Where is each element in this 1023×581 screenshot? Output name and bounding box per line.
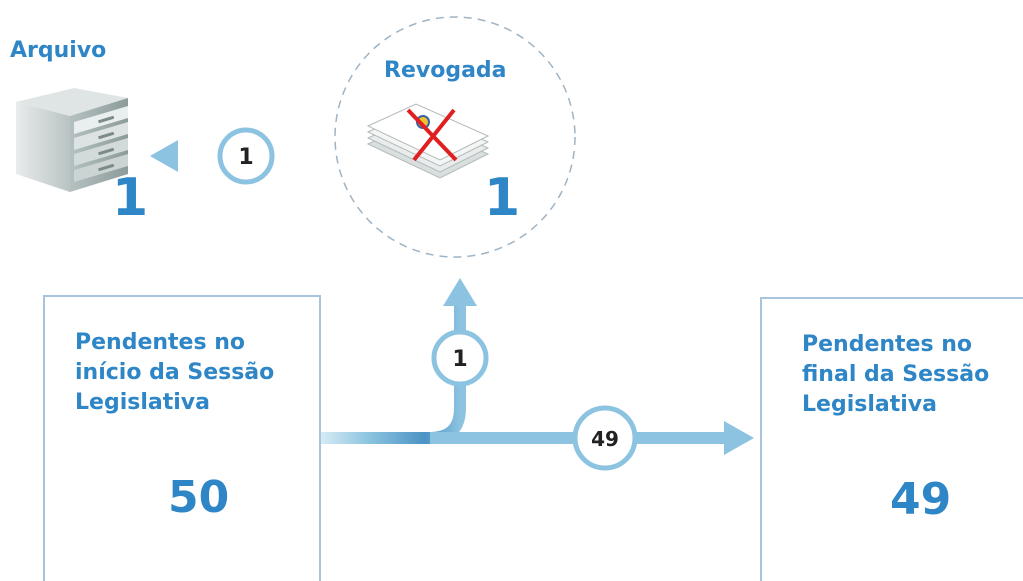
arrow-start-to-revoked [443,278,477,306]
revoked-dashed-circle [334,16,576,258]
flow-badge-start-to-revoked: 1 [431,329,489,387]
revoked-count: 1 [484,168,521,228]
pending-start-title: Pendentes no início da Sessão Legislativ… [75,330,275,415]
flow-count-revoked-to-archive: 1 [238,145,253,170]
flow-badge-revoked-to-archive: 1 [217,127,275,185]
flow-count-start-to-end: 49 [591,427,619,451]
revoked-title: Revogada [384,58,507,83]
filing-cabinet-icon [16,88,128,192]
pending-end-count: 49 [890,474,952,525]
archive-count: 1 [112,168,149,228]
revoked-document-icon [366,103,490,179]
pending-end-title: Pendentes no final da Sessão Legislativa [802,332,990,417]
pending-start-box [43,295,321,581]
pending-end-box [760,297,1023,581]
pending-start-count: 50 [168,472,230,523]
arrow-start-to-end [320,305,754,455]
archive-title: Arquivo [10,38,107,63]
flow-badge-start-to-end: 49 [572,405,638,471]
flow-count-start-to-revoked: 1 [452,347,467,372]
